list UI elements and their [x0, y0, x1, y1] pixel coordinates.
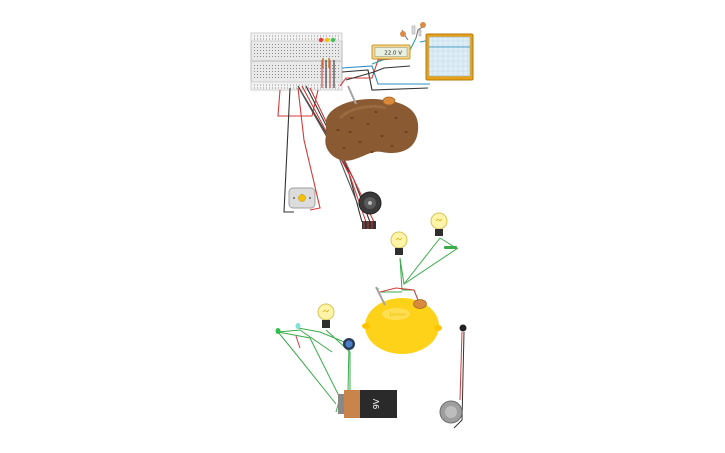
breadboard[interactable] — [250, 32, 343, 91]
resistor-icon[interactable] — [328, 58, 330, 68]
lemon-label: Lemon — [390, 312, 407, 318]
light-bulb-3[interactable] — [317, 303, 335, 328]
multimeter-reading: 22.0 V — [384, 51, 402, 57]
lemon[interactable]: Lemon — [362, 286, 442, 354]
buzzer-wires[interactable] — [453, 331, 465, 429]
cyan-led[interactable] — [295, 323, 301, 329]
multimeter[interactable]: 22.0 V — [371, 44, 411, 60]
probe-icon[interactable] — [420, 22, 426, 28]
green-led[interactable] — [275, 328, 281, 334]
potentiometer[interactable] — [343, 338, 355, 350]
light-bulb-1[interactable] — [430, 212, 448, 236]
copper-electrode-icon[interactable] — [413, 299, 427, 309]
probe-icon[interactable] — [411, 25, 416, 35]
resistor-icon[interactable] — [322, 58, 324, 68]
oscilloscope[interactable] — [425, 33, 474, 81]
pushbutton[interactable] — [459, 324, 467, 332]
green-led-icon[interactable] — [330, 37, 336, 43]
probe-icon[interactable] — [400, 31, 406, 37]
potato[interactable] — [325, 85, 419, 161]
piezo-buzzer[interactable] — [439, 400, 463, 424]
green-clip-icon[interactable] — [444, 246, 457, 249]
light-bulb-2[interactable] — [390, 231, 408, 255]
nail-icon[interactable] — [375, 286, 386, 306]
dc-motor[interactable] — [288, 187, 316, 209]
vibration-motor[interactable] — [358, 191, 382, 229]
battery-9v[interactable]: 9V — [338, 390, 397, 418]
copper-electrode-icon[interactable] — [382, 96, 396, 106]
yellow-led-icon[interactable] — [324, 37, 330, 43]
red-led-icon[interactable] — [318, 37, 324, 43]
battery-label: 9V — [372, 398, 381, 409]
nail-icon[interactable] — [347, 85, 357, 105]
